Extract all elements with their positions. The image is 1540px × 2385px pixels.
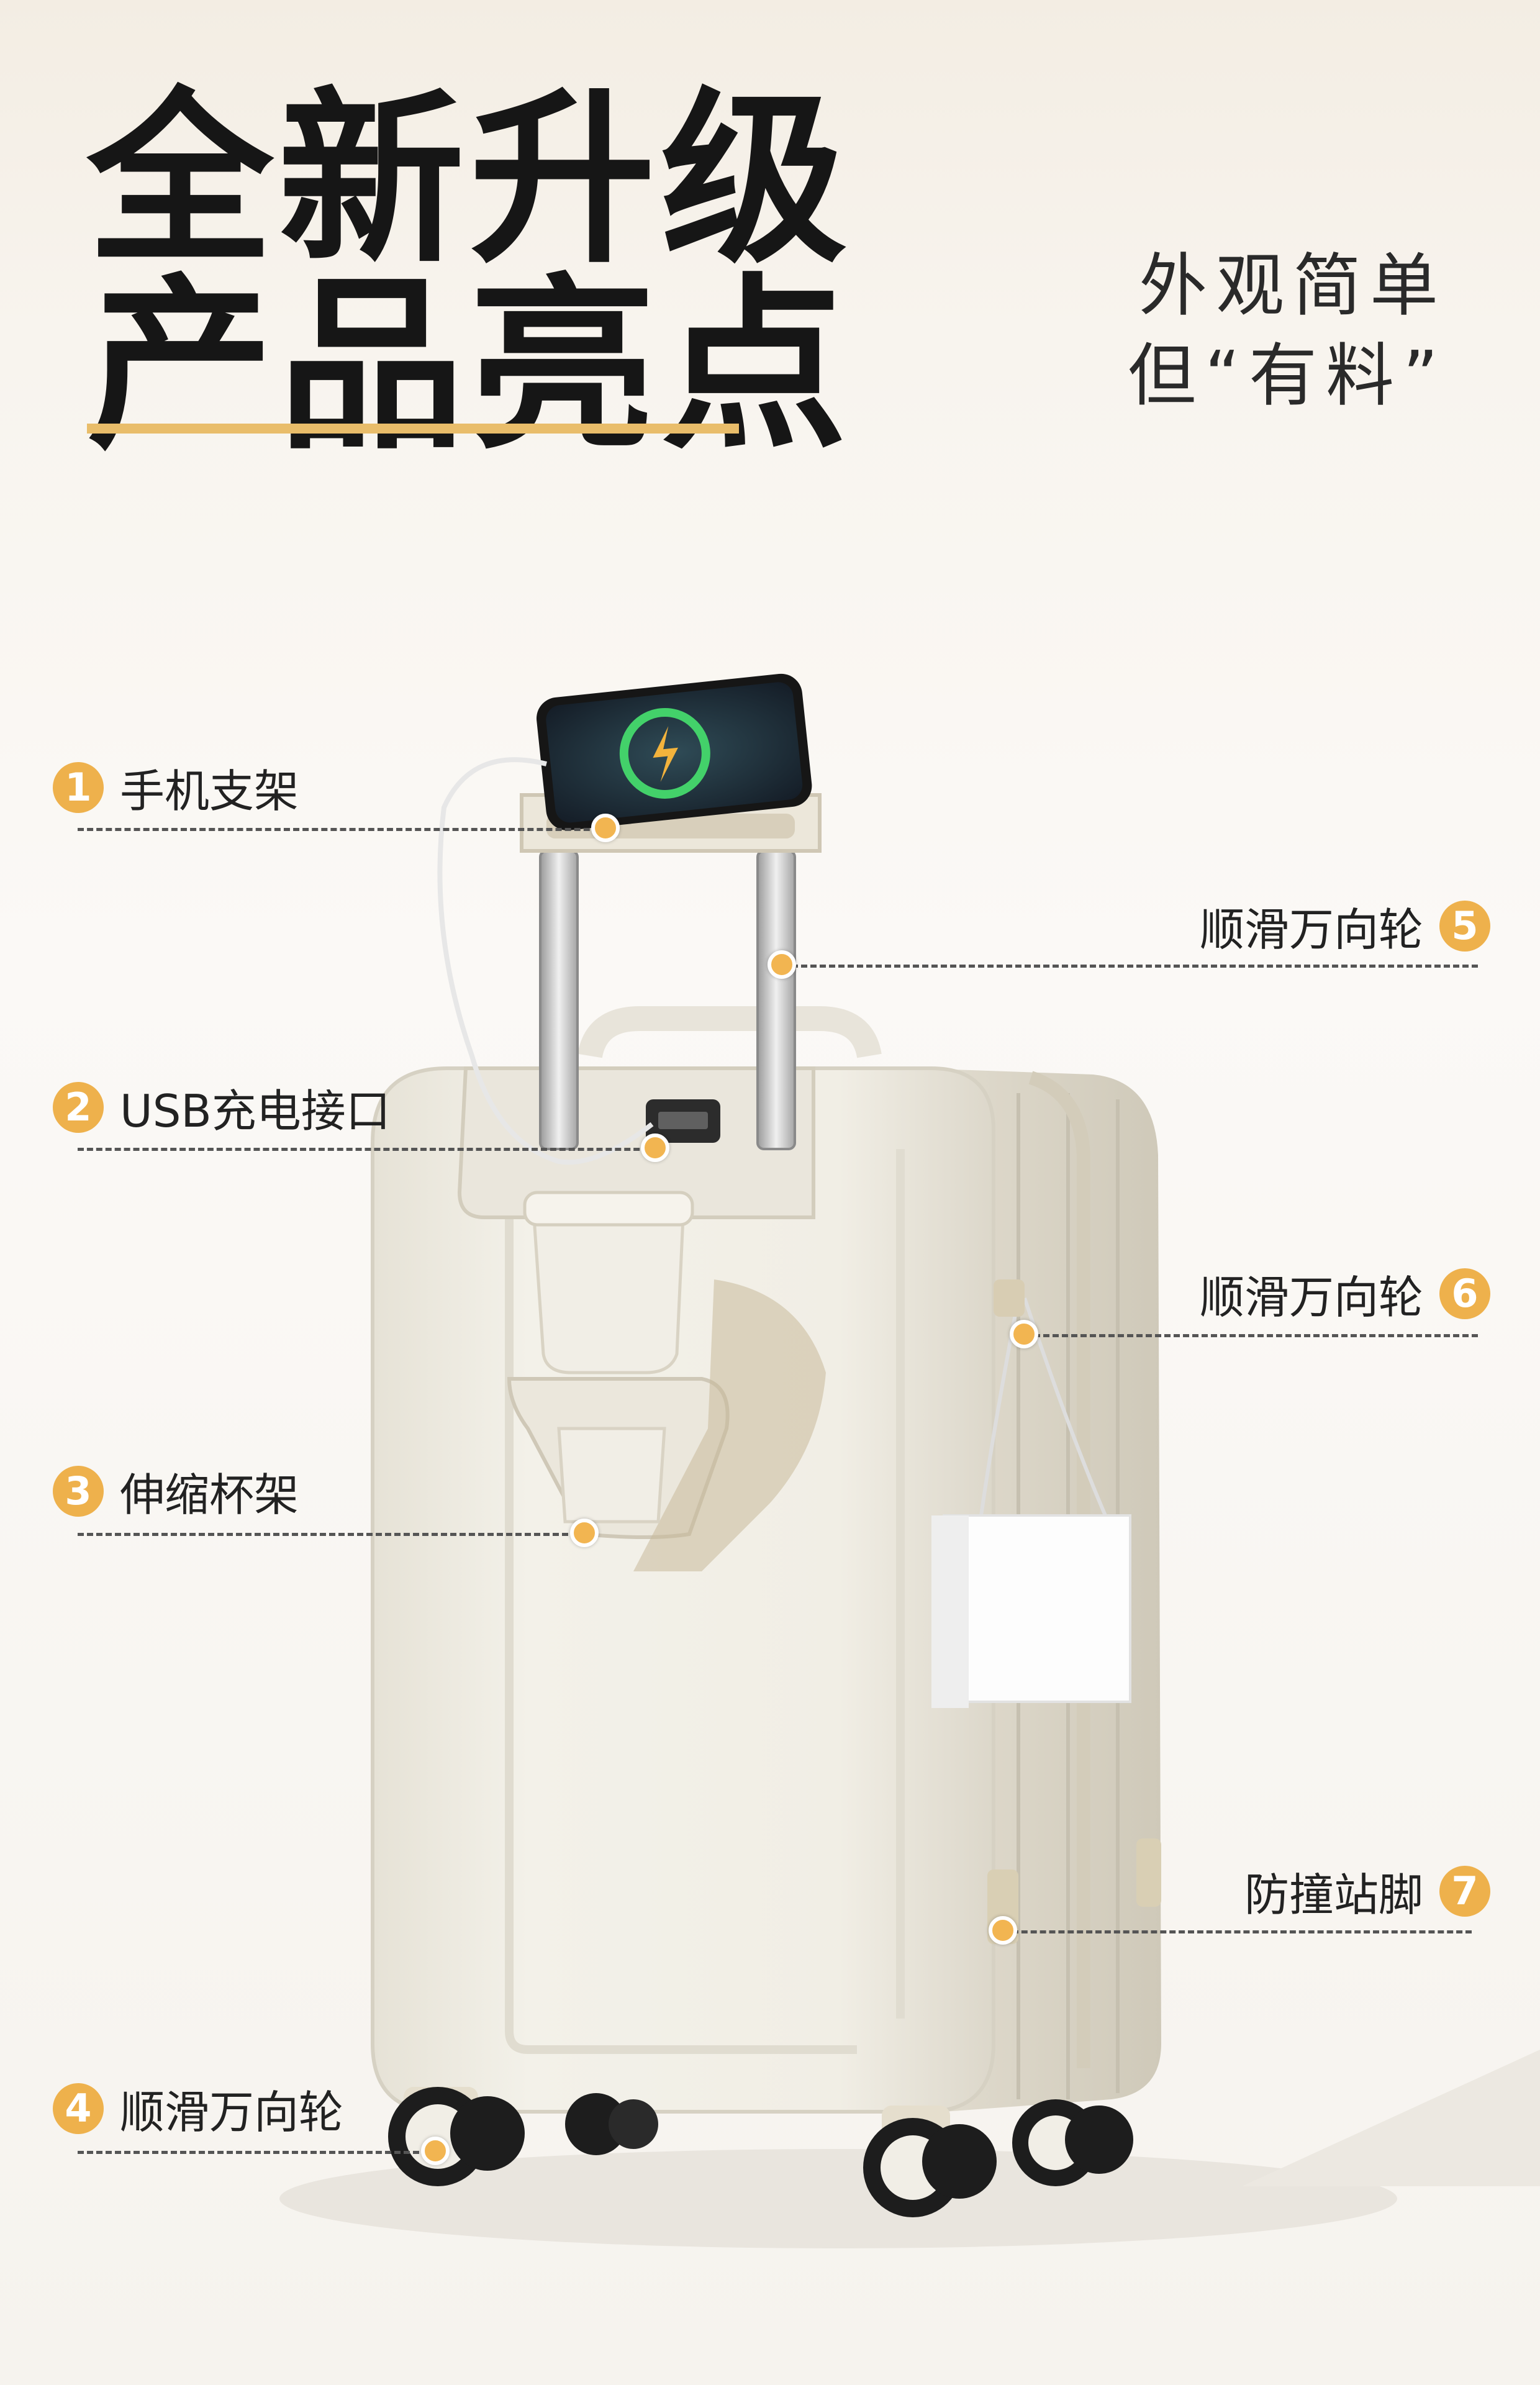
feature-3-leader-line bbox=[78, 1533, 587, 1536]
feature-2-number: 2 bbox=[53, 1081, 104, 1133]
feature-4-leader-line bbox=[78, 2151, 438, 2154]
feature-6-number: 6 bbox=[1439, 1268, 1490, 1319]
feature-1-number: 1 bbox=[53, 761, 104, 813]
subtitle-line-1: 外观简单 bbox=[1139, 246, 1447, 325]
feature-4-marker bbox=[421, 2137, 450, 2165]
feature-4-callout: 4 顺滑万向轮 bbox=[53, 2076, 343, 2141]
feature-6-marker bbox=[1010, 1320, 1038, 1348]
feature-5-marker bbox=[768, 950, 796, 979]
feature-1-leader-line bbox=[78, 828, 609, 831]
feature-3-marker bbox=[570, 1519, 599, 1547]
feature-1-callout: 1 手机支架 bbox=[53, 755, 299, 820]
feature-2-label: USB充电接口 bbox=[120, 1085, 391, 1137]
feature-2-leader-line bbox=[78, 1148, 658, 1151]
feature-7-label: 防撞站脚 bbox=[1244, 1869, 1423, 1921]
phone-on-holder bbox=[537, 673, 812, 830]
feature-1-label: 手机支架 bbox=[120, 765, 299, 817]
headline-underline bbox=[87, 424, 739, 434]
feature-4-label: 顺滑万向轮 bbox=[120, 2086, 344, 2138]
feature-5-number: 5 bbox=[1439, 900, 1490, 952]
feature-4-number: 4 bbox=[53, 2083, 104, 2134]
feature-6-leader-line bbox=[1025, 1334, 1478, 1337]
feature-7-marker bbox=[989, 1916, 1017, 1945]
feature-7-leader-line bbox=[1003, 1930, 1472, 1933]
feature-3-callout: 3 伸缩杯架 bbox=[53, 1458, 299, 1524]
feature-3-label: 伸缩杯架 bbox=[120, 1469, 299, 1521]
lightning-charge-icon bbox=[653, 726, 678, 782]
feature-1-marker bbox=[591, 814, 620, 842]
feature-5-label: 顺滑万向轮 bbox=[1199, 904, 1423, 956]
subtitle-line-2: 但“有料” bbox=[1128, 336, 1447, 416]
wheels bbox=[388, 2087, 1133, 2217]
feature-7-callout: 防撞站脚 7 bbox=[1244, 1858, 1490, 1924]
feature-2-callout: 2 USB充电接口 bbox=[53, 1074, 391, 1140]
feature-2-marker bbox=[641, 1133, 669, 1162]
feature-6-callout: 顺滑万向轮 6 bbox=[1200, 1261, 1490, 1326]
feature-5-leader-line bbox=[782, 965, 1478, 968]
feature-7-number: 7 bbox=[1439, 1865, 1490, 1917]
feature-5-callout: 顺滑万向轮 5 bbox=[1200, 893, 1490, 958]
feature-6-label: 顺滑万向轮 bbox=[1199, 1271, 1423, 1324]
headline-line-1: 全新升级 bbox=[87, 71, 852, 288]
feature-3-number: 3 bbox=[53, 1465, 104, 1517]
